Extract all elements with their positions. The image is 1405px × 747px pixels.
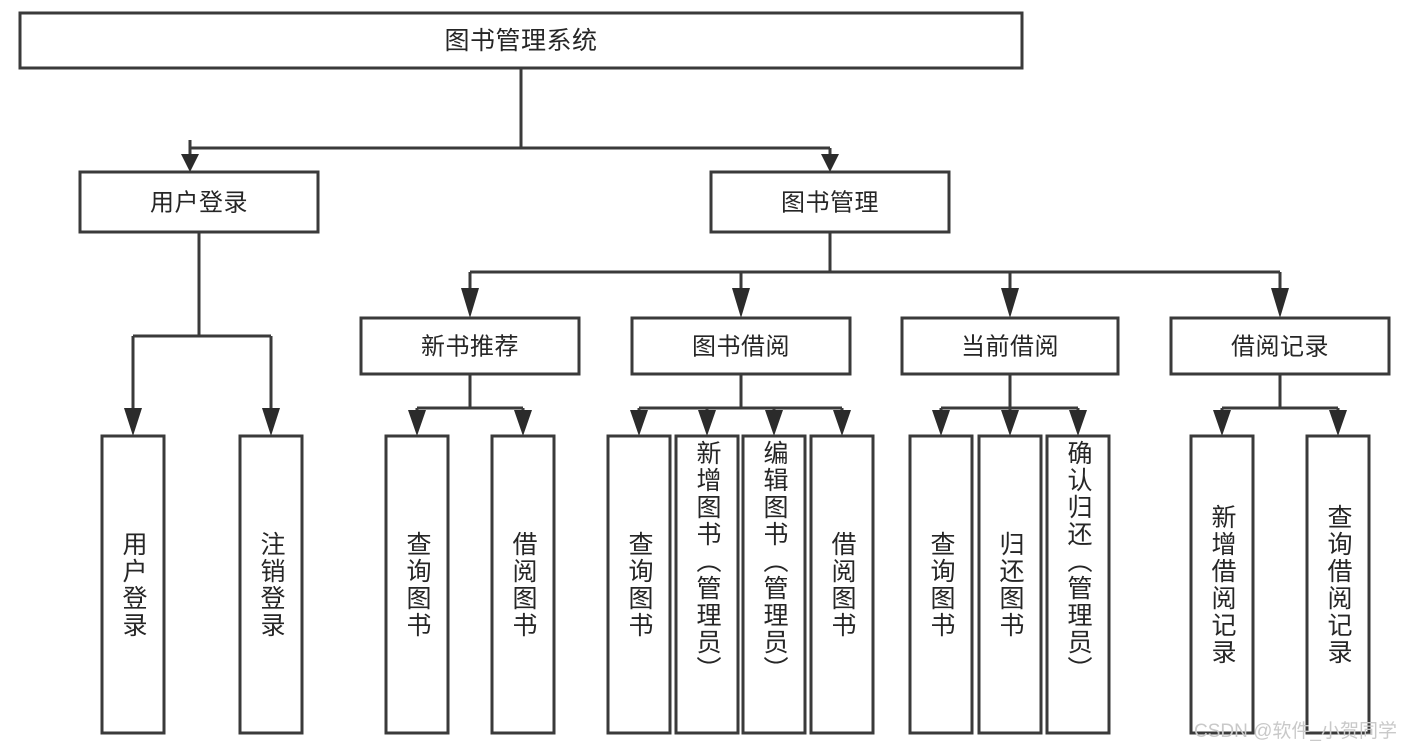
node-layer: 图书管理系统 用户登录 图书管理 新书推荐 图书借阅 当前借阅 借阅记录 (18, 11, 1391, 735)
node-borrow-record-label: 借阅记录 (1231, 334, 1329, 361)
node-leaf-query-book-newbook[interactable] (384, 434, 450, 735)
node-current-borrow[interactable] (900, 316, 1120, 376)
arrow-to-current-borrow (1001, 288, 1019, 318)
arrow-to-book-mgmt (821, 154, 839, 172)
node-leaf-query-book-borrow[interactable] (606, 434, 672, 735)
arrow-user-leaf-1 (124, 408, 142, 436)
node-leaf-add-borrow-record[interactable] (1189, 434, 1255, 735)
node-root-book-system[interactable] (18, 11, 1024, 70)
node-leaf-return-book[interactable] (977, 434, 1043, 735)
arrow-record-leaf-1 (1213, 410, 1231, 436)
node-leaf-query-book-current[interactable] (908, 434, 974, 735)
arrow-to-borrow-record (1271, 288, 1289, 318)
node-user-login-label: 用户登录 (150, 190, 248, 217)
node-root-label: 图书管理系统 (444, 27, 597, 55)
arrow-borrow-leaf-3 (765, 410, 783, 436)
node-book-borrow-label: 图书借阅 (692, 334, 790, 361)
connector-layer (124, 68, 1347, 436)
node-leaf-query-borrow-record[interactable] (1305, 434, 1371, 735)
arrow-borrow-leaf-1 (630, 410, 648, 436)
node-new-book-recommend-label: 新书推荐 (421, 334, 519, 361)
node-leaf-user-login[interactable] (100, 434, 166, 735)
watermark-text: CSDN @软件_小贺同学 (1194, 721, 1397, 742)
arrow-user-leaf-2 (262, 408, 280, 436)
arrow-current-leaf-1 (932, 410, 950, 436)
arrow-current-leaf-2 (1001, 410, 1019, 436)
arrow-borrow-leaf-2 (698, 410, 716, 436)
node-leaf-logout[interactable] (238, 434, 304, 735)
node-leaf-edit-book-admin[interactable] (741, 434, 807, 735)
arrow-current-leaf-3 (1069, 410, 1087, 436)
node-leaf-confirm-return-admin[interactable] (1045, 434, 1111, 735)
arrow-to-book-borrow (732, 288, 750, 318)
node-borrow-record[interactable] (1169, 316, 1391, 376)
node-leaf-borrow-book[interactable] (809, 434, 875, 735)
node-current-borrow-label: 当前借阅 (961, 334, 1059, 361)
node-new-book-recommend[interactable] (359, 316, 581, 376)
node-book-borrow[interactable] (630, 316, 852, 376)
node-leaf-borrow-book-newbook[interactable] (490, 434, 556, 735)
arrow-borrow-leaf-4 (833, 410, 851, 436)
arrow-to-user-login (181, 154, 199, 172)
arrow-record-leaf-2 (1329, 410, 1347, 436)
node-user-login[interactable] (78, 170, 320, 234)
node-book-management-label: 图书管理 (781, 190, 879, 217)
arrow-newbook-leaf-2 (514, 410, 532, 436)
arrow-to-new-book (461, 288, 479, 318)
arrow-newbook-leaf-1 (408, 410, 426, 436)
node-leaf-add-book-admin[interactable] (674, 434, 740, 735)
node-book-management[interactable] (709, 170, 951, 234)
